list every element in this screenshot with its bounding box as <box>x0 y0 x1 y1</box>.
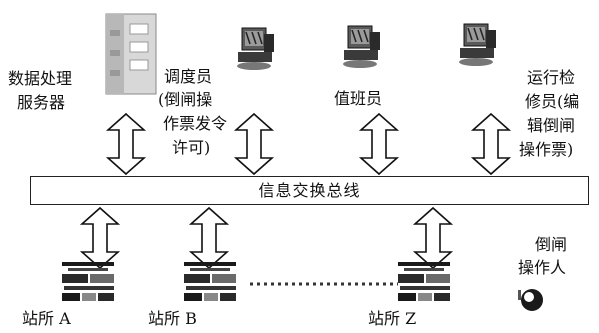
dispatcher-label-line1: 调度员 <box>164 67 213 86</box>
operator-label-line2: 操作人 <box>518 258 567 277</box>
maintenance-label-line3: 辑倒闸 <box>527 116 576 135</box>
dispatcher-label-line2: (倒闸操 <box>158 90 213 109</box>
dispatcher-label-line4: 许可) <box>172 138 211 157</box>
station-z-icon <box>398 262 450 301</box>
arrow-bus-station-z <box>414 207 452 269</box>
station-z-label: 站所 Z <box>368 309 417 328</box>
arrow-server-bus <box>107 113 145 175</box>
server-label-line2: 服务器 <box>17 93 66 112</box>
station-a-label: 站所 A <box>22 309 71 328</box>
duty-label: 值班员 <box>334 89 383 108</box>
dispatcher-label-line3: 作票发令 <box>163 114 228 133</box>
operator-label-line1: 倒闸 <box>535 235 568 254</box>
arrow-bus-station-b <box>190 207 228 269</box>
arrow-dispatcher-bus <box>235 113 273 175</box>
station-a-icon <box>62 262 114 301</box>
operator-person-icon <box>518 289 543 311</box>
information-exchange-bus: 信息交换总线 <box>30 176 589 205</box>
dispatcher-computer-icon <box>236 27 275 71</box>
maintenance-label-line2: 修员(编 <box>525 92 580 111</box>
maintenance-computer-icon <box>458 23 497 67</box>
arrow-duty-bus <box>360 113 398 175</box>
station-b-label: 站所 B <box>148 309 197 328</box>
bus-label: 信息交换总线 <box>258 181 361 200</box>
duty-computer-icon <box>342 25 381 69</box>
maintenance-label-line4: 操作票) <box>519 140 574 159</box>
maintenance-label-line1: 运行检 <box>527 68 576 87</box>
arrow-bus-station-a <box>81 207 119 269</box>
server-building-icon <box>105 13 157 95</box>
arrow-maintenance-bus <box>472 113 510 175</box>
server-label-line1: 数据处理 <box>8 69 73 88</box>
